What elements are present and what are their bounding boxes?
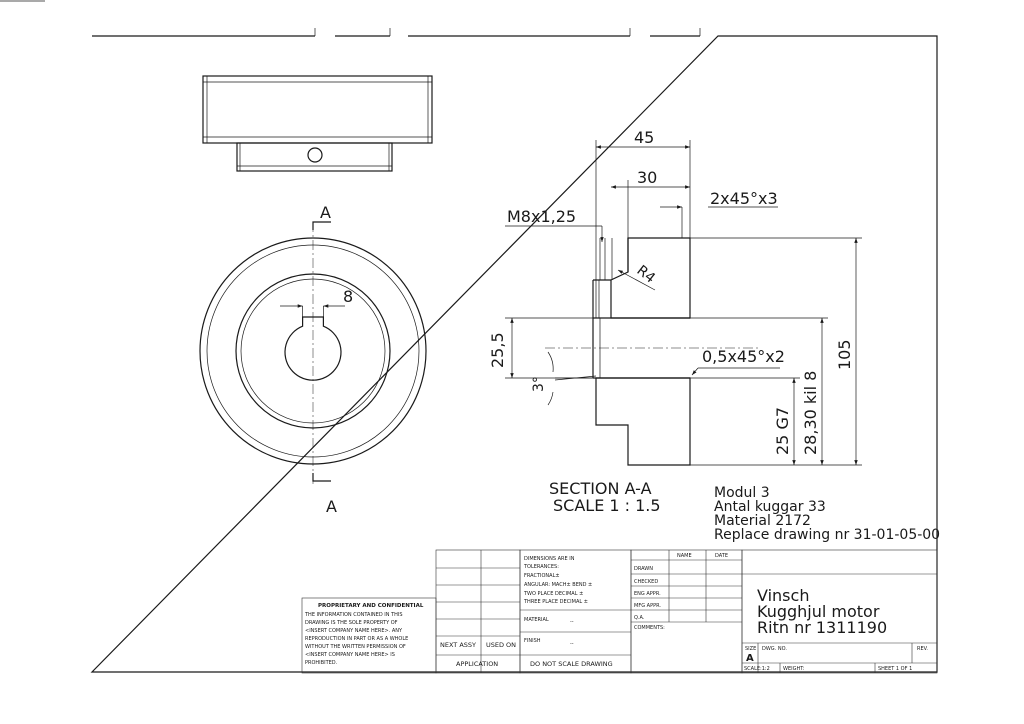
rev-label: REV. [917, 646, 928, 652]
col-name-header: NAME [677, 553, 692, 559]
proprietary-line: DRAWING IS THE SOLE PROPERTY OF [305, 620, 398, 626]
scale-label: SCALE:1:2 [744, 666, 770, 672]
row-eng-appr: ENG APPR. [634, 591, 661, 597]
proprietary-line: THE INFORMATION CONTAINED IN THIS [304, 612, 403, 618]
dim-pitch-diameter: 28,30 kil 8 [801, 371, 820, 455]
finish-value: -- [570, 641, 574, 647]
drawing-title-2: Kugghjul motor [757, 602, 880, 621]
section-label-bottom: A [326, 497, 337, 516]
material-value: -- [570, 619, 574, 625]
proprietary-line: REPRODUCTION IN PART OR AS A WHOLE [305, 636, 408, 642]
size-value: A [746, 653, 754, 664]
material-label: MATERIAL [524, 617, 549, 623]
tol-line-5: TWO PLACE DECIMAL ± [523, 591, 583, 597]
dim-chamfer-outer: 2x45°x3 [710, 189, 778, 208]
sheet-label: SHEET 1 OF 1 [878, 666, 912, 672]
col-date-header: DATE [715, 553, 728, 559]
proprietary-title: PROPRIETARY AND CONFIDENTIAL [318, 603, 424, 609]
proprietary-line: WITHOUT THE WRITTEN PERMISSION OF [305, 644, 406, 650]
proprietary-line: <INSERT COMPANY NAME HERE> IS [305, 652, 395, 658]
side-view [202, 75, 433, 172]
tol-line-3: FRACTIONAL± [524, 573, 560, 579]
note-modul: Modul 3 [714, 485, 770, 501]
size-label: SIZE [745, 646, 756, 652]
section-hatch-lower [595, 377, 691, 466]
section-title: SECTION A-A [549, 479, 652, 498]
front-view [199, 221, 427, 485]
proprietary-line: <INSERT COMPANY NAME HERE>. ANY [305, 628, 403, 634]
dim-bore: 25 G7 [773, 407, 792, 455]
title-block [301, 549, 938, 674]
dim-radius: R4 [634, 263, 659, 287]
used-on-label: USED ON [486, 641, 516, 649]
do-not-scale-label: DO NOT SCALE DRAWING [530, 660, 613, 668]
section-scale: SCALE 1 : 1.5 [553, 496, 661, 515]
note-material: Material 2172 [714, 513, 811, 529]
finish-label: FINISH [524, 638, 541, 644]
section-dimensions [505, 140, 862, 466]
row-mfg-appr: MFG APPR. [634, 603, 661, 609]
dim-overall-length: 45 [634, 128, 654, 147]
tol-line-1: DIMENSIONS ARE IN [524, 556, 575, 562]
section-label-top: A [320, 203, 331, 222]
drawing-title-1: Vinsch [757, 586, 809, 605]
tol-line-6: THREE PLACE DECIMAL ± [523, 599, 588, 605]
row-checked: CHECKED [634, 579, 658, 585]
tol-line-2: TOLERANCES: [523, 564, 559, 570]
dim-taper-angle: 3° [531, 376, 547, 392]
row-comments: COMMENTS: [634, 625, 665, 631]
sheet-border [0, 0, 938, 673]
note-replace: Replace drawing nr 31-01-05-00 [714, 527, 940, 543]
note-teeth: Antal kuggar 33 [714, 499, 826, 515]
keyway-width-dim: 8 [343, 287, 353, 306]
row-qa: Q.A. [634, 615, 645, 621]
dim-hub-length: 30 [637, 168, 657, 187]
application-label: APPLICATION [456, 660, 498, 668]
dim-outer-diameter: 105 [835, 339, 854, 370]
proprietary-line: PROHIBITED. [305, 660, 338, 666]
section-view [545, 237, 760, 466]
drawing-title-3: Ritn nr 1311190 [757, 618, 887, 637]
dim-hub-height: 25,5 [488, 332, 507, 368]
dim-thread: M8x1,25 [507, 207, 576, 226]
dim-chamfer-inner: 0,5x45°x2 [702, 347, 785, 366]
row-drawn: DRAWN [634, 566, 653, 572]
next-assy-label: NEXT ASSY [440, 641, 476, 649]
weight-label: WEIGHT: [783, 666, 805, 672]
tol-line-4: ANGULAR: MACH± BEND ± [524, 582, 592, 588]
dwg-no-label: DWG. NO. [762, 646, 787, 652]
